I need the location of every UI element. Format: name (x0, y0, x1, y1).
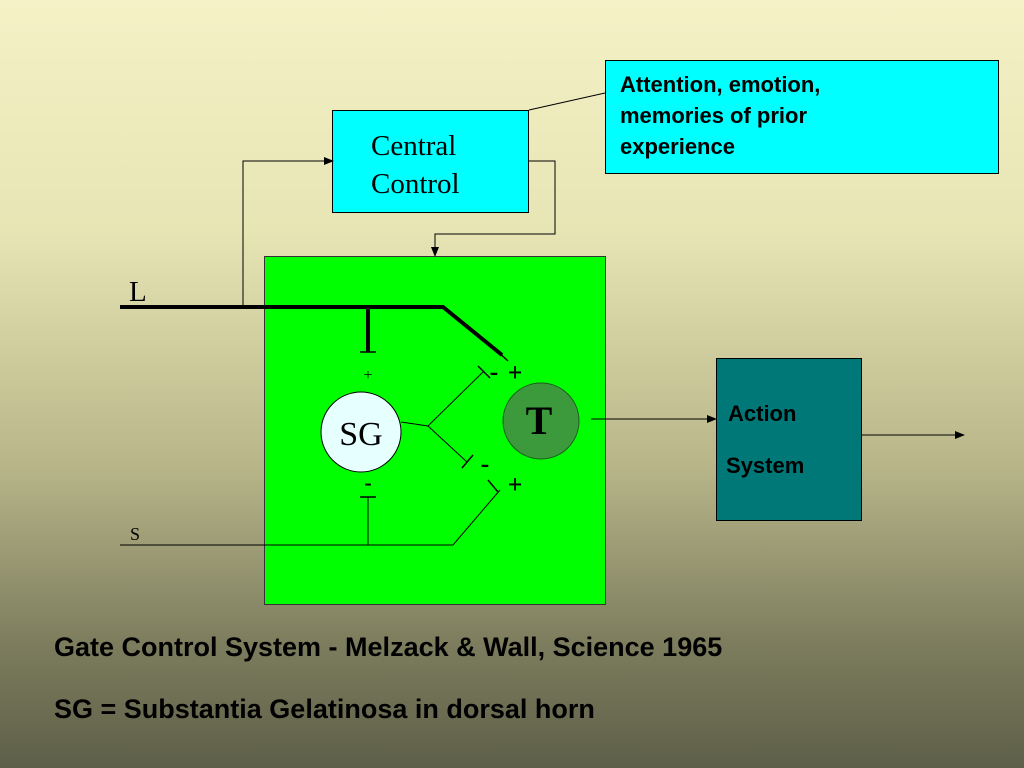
sg-to-t-upper (400, 371, 484, 427)
sg-node (320, 391, 402, 473)
t-lower-excite-synapse (487, 479, 499, 493)
sg-to-t-lower (427, 425, 468, 463)
t-upper-inhibit-sign: - (490, 357, 499, 386)
sg-label: SG (339, 416, 382, 453)
central-control-line-1: Central (371, 130, 457, 162)
t-upper-inhibit-synapse (477, 365, 491, 379)
action-system-line-2: System (726, 453, 805, 478)
central-control-line-2: Control (371, 168, 460, 200)
t-lower-inhibit-synapse (461, 454, 474, 469)
sg-bottom-sign: - (364, 470, 371, 495)
central-control-input-arrow (242, 157, 334, 307)
t-lower-inhibit-sign: - (481, 449, 490, 478)
sg-top-sign: + (363, 367, 372, 384)
t-upper-excite-synapse (496, 350, 509, 362)
t-label: T (526, 398, 553, 443)
caption-line-1: Gate Control System - Melzack & Wall, Sc… (54, 632, 723, 662)
t-upper-excite-sign: + (508, 358, 523, 387)
large-fiber-line (120, 305, 504, 357)
action-system-line-1: Action (728, 401, 797, 426)
t-lower-excite-sign: + (508, 470, 523, 499)
t-node (502, 382, 580, 460)
small-fiber-line (120, 489, 501, 546)
modulators-connector (528, 92, 606, 111)
modulators-line-1: Attention, emotion, (620, 72, 821, 97)
modulators-line-3: experience (620, 134, 735, 159)
action-system-box: Action System (716, 358, 862, 521)
caption-line-2: SG = Substantia Gelatinosa in dorsal hor… (54, 694, 595, 724)
central-control-output-arrow (431, 160, 556, 257)
modulators-line-2: memories of prior (620, 103, 808, 128)
large-fiber-label: L (129, 276, 147, 308)
modulators-box: Attention, emotion, memories of prior ex… (605, 60, 999, 174)
small-fiber-label: S (130, 524, 141, 544)
